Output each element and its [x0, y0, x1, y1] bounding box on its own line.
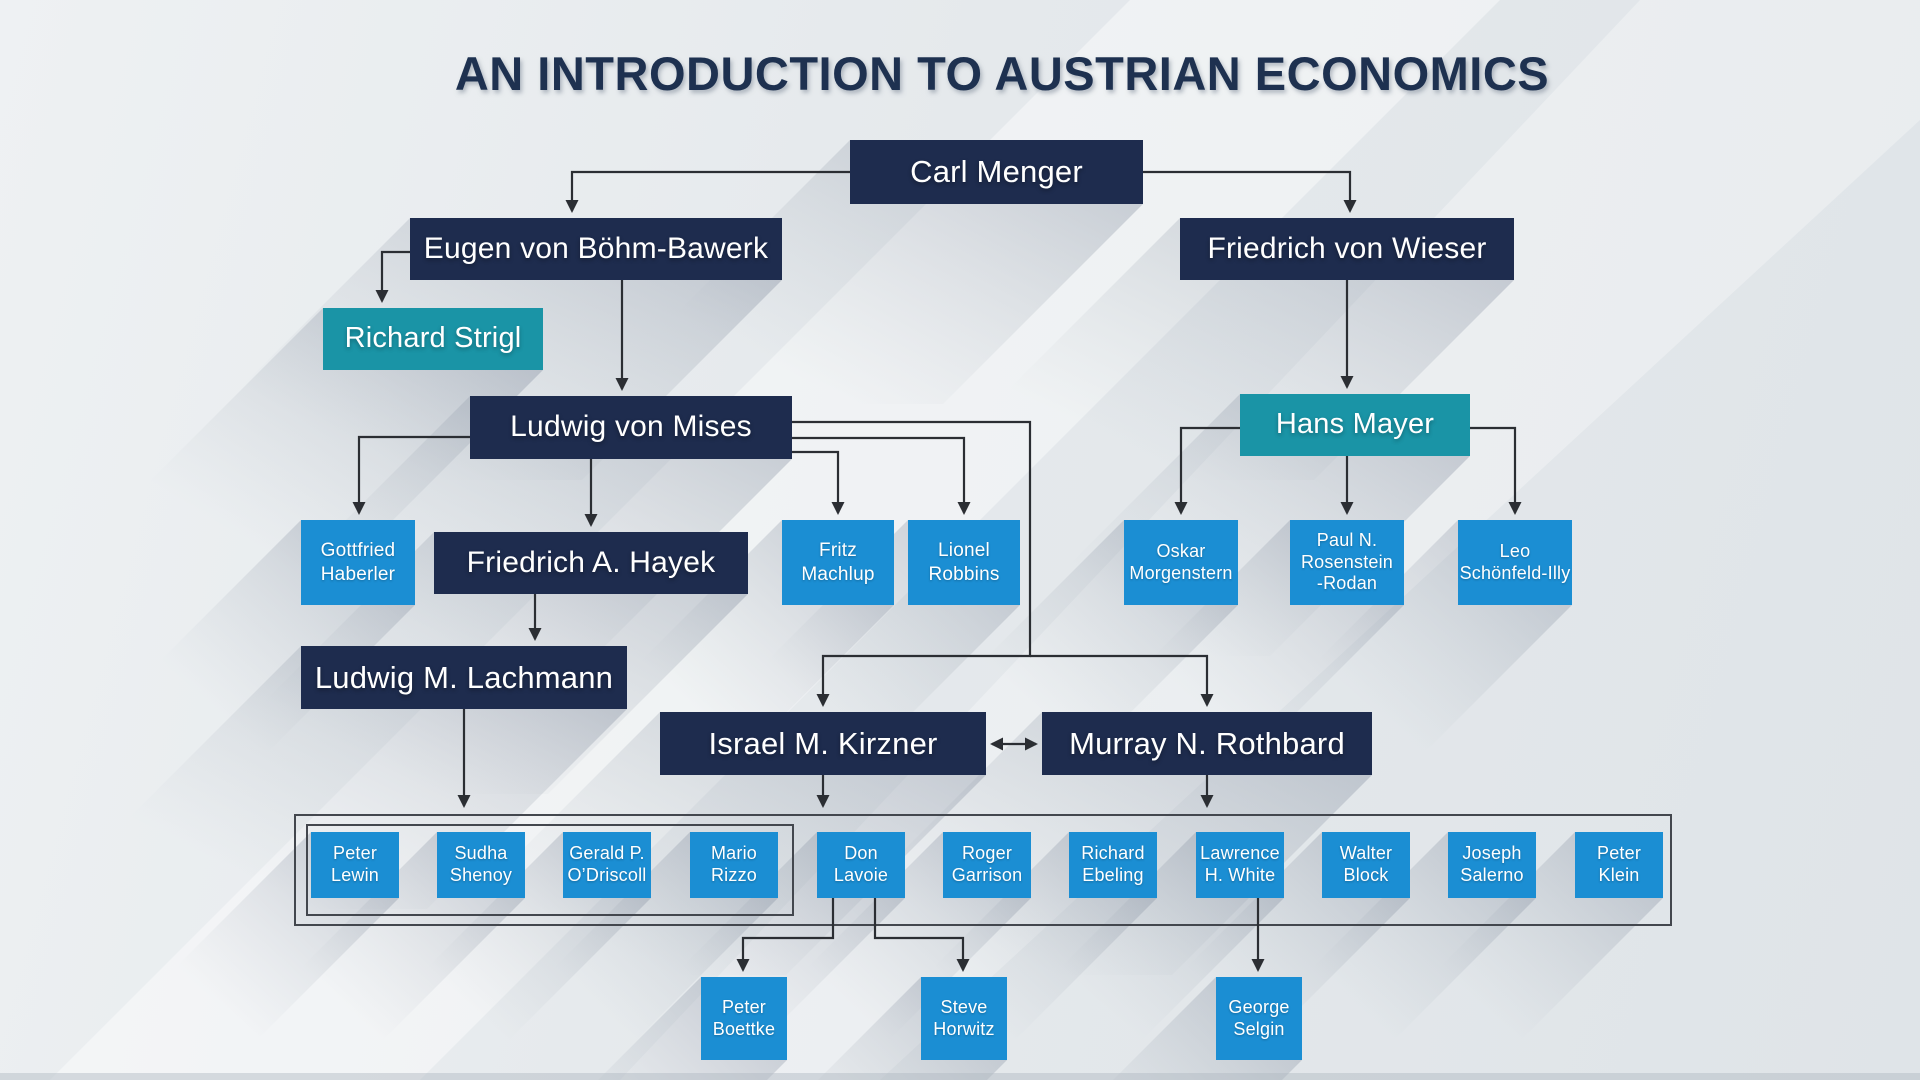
shadow-friedrich-von-wieser	[980, 218, 1514, 480]
node-don-lavoie: Don Lavoie	[817, 832, 905, 898]
node-ludwig-m-lachmann: Ludwig M. Lachmann	[301, 646, 627, 709]
shadow-ludwig-m-lachmann	[101, 646, 627, 909]
node-carl-menger: Carl Menger	[850, 140, 1143, 204]
node-mario-rizzo: Mario Rizzo	[690, 832, 778, 898]
edge-don-lavoie-to-peter-boettke	[736, 898, 835, 972]
node-murray-n-rothbard: Murray N. Rothbard	[1042, 712, 1372, 775]
all-students-frame	[294, 814, 1672, 926]
edge-ludwig-von-mises-to-fritz-machlup	[792, 450, 845, 515]
node-peter-boettke: Peter Boettke	[701, 977, 787, 1060]
node-george-selgin: George Selgin	[1216, 977, 1302, 1060]
node-peter-klein: Peter Klein	[1575, 832, 1663, 898]
node-paul-rosenstein-rodan: Paul N. Rosenstein -Rodan	[1290, 520, 1404, 605]
node-sudha-shenoy: Sudha Shenoy	[437, 832, 525, 898]
edge-eugen-von-bohm-bawerk-to-richard-strigl	[375, 250, 410, 303]
edge-ludwig-von-mises-to-murray-n-rothbard	[1030, 654, 1214, 707]
edge-ludwig-von-mises-to-gottfried-haberler	[352, 435, 470, 515]
edge-hans-mayer-to-oskar-morgenstern	[1174, 426, 1240, 515]
node-lionel-robbins: Lionel Robbins	[908, 520, 1020, 605]
node-fritz-machlup: Fritz Machlup	[782, 520, 894, 605]
page-title: AN INTRODUCTION TO AUSTRIAN ECONOMICS	[454, 47, 1550, 100]
edge-ludwig-von-mises-to-lionel-robbins	[792, 436, 971, 515]
node-israel-m-kirzner: Israel M. Kirzner	[660, 712, 986, 775]
edge-carl-menger-to-friedrich-von-wieser	[1143, 170, 1357, 213]
edge-hans-mayer-to-leo-schonfeld-illy	[1470, 426, 1522, 515]
node-ludwig-von-mises: Ludwig von Mises	[470, 396, 792, 459]
node-leo-schonfeld-illy: Leo Schönfeld-Illy	[1458, 520, 1572, 605]
node-joseph-salerno: Joseph Salerno	[1448, 832, 1536, 898]
edge-carl-menger-to-eugen-von-bohm-bawerk	[565, 170, 850, 213]
node-steve-horwitz: Steve Horwitz	[921, 977, 1007, 1060]
node-gerald-p-odriscoll: Gerald P. O’Driscoll	[563, 832, 651, 898]
node-friedrich-a-hayek: Friedrich A. Hayek	[434, 532, 748, 594]
node-gottfried-haberler: Gottfried Haberler	[301, 520, 415, 605]
node-oskar-morgenstern: Oskar Morgenstern	[1124, 520, 1238, 605]
node-walter-block: Walter Block	[1322, 832, 1410, 898]
node-richard-strigl: Richard Strigl	[323, 308, 543, 370]
shadow-carl-menger	[650, 140, 1143, 404]
node-roger-garrison: Roger Garrison	[943, 832, 1031, 898]
node-friedrich-von-wieser: Friedrich von Wieser	[1180, 218, 1514, 280]
shadow-richard-strigl	[123, 308, 543, 570]
lachmann-students-frame	[306, 824, 794, 916]
node-richard-ebeling: Richard Ebeling	[1069, 832, 1157, 898]
node-eugen-von-bohm-bawerk: Eugen von Böhm-Bawerk	[410, 218, 782, 280]
node-hans-mayer: Hans Mayer	[1240, 394, 1470, 456]
bottom-edge-strip	[0, 1073, 1920, 1080]
node-lawrence-h-white: Lawrence H. White	[1196, 832, 1284, 898]
node-peter-lewin: Peter Lewin	[311, 832, 399, 898]
edge-don-lavoie-to-steve-horwitz	[873, 898, 970, 972]
